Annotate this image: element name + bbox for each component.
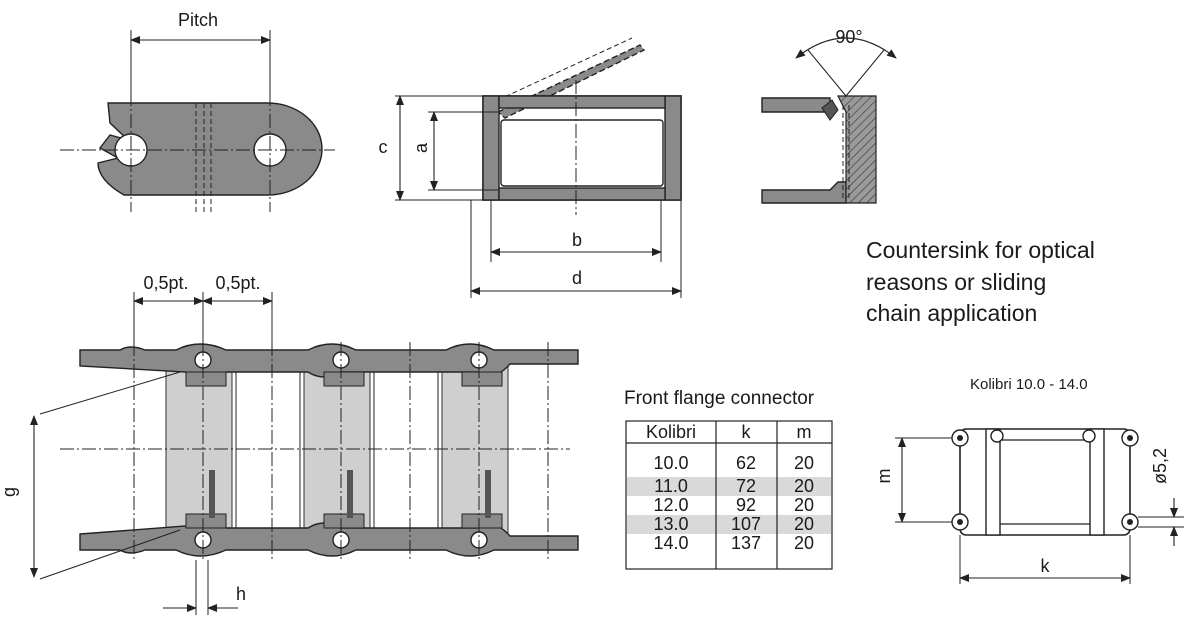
cross-bar-plate-3 bbox=[441, 364, 509, 536]
table-cell: 11.0 bbox=[654, 476, 688, 496]
kolibri-connector: Kolibri 10.0 - 14.0 m k ø5,2 bbox=[874, 376, 1184, 584]
table-cell: 62 bbox=[736, 453, 756, 473]
cross-section-view: c a b d bbox=[379, 37, 682, 298]
table-cell: 20 bbox=[794, 476, 814, 496]
cross-bar-plate-1 bbox=[165, 364, 233, 536]
table-cell: 20 bbox=[794, 495, 814, 515]
diameter-label: ø5,2 bbox=[1150, 448, 1170, 484]
front-flange-table: Front flange connector Kolibri k m 10.0 … bbox=[624, 388, 833, 570]
connector-frame bbox=[959, 428, 1131, 536]
half-pitch-right-label: 0,5pt. bbox=[215, 273, 260, 293]
angle-label: 90° bbox=[835, 27, 862, 47]
dim-k-label: k bbox=[1041, 556, 1051, 576]
table-header-kolibri: Kolibri bbox=[646, 422, 696, 442]
note-line-1: Countersink for optical bbox=[866, 237, 1095, 263]
countersink-detail: 90° bbox=[761, 27, 897, 204]
table-cell: 72 bbox=[736, 476, 756, 496]
countersink-note: Countersink for optical reasons or slidi… bbox=[866, 237, 1095, 326]
cross-bar-plate-2 bbox=[303, 364, 371, 536]
connector-title: Kolibri 10.0 - 14.0 bbox=[970, 376, 1088, 393]
half-pitch-left-label: 0,5pt. bbox=[143, 273, 188, 293]
table-cell: 92 bbox=[736, 495, 756, 515]
side-link-plate bbox=[97, 102, 323, 196]
dim-a-label: a bbox=[411, 142, 431, 153]
dim-c-label: c bbox=[379, 137, 388, 157]
dim-d-label: d bbox=[572, 268, 582, 288]
table-cell: 14.0 bbox=[653, 533, 688, 553]
flange-title: Front flange connector bbox=[624, 388, 815, 409]
table-cell: 20 bbox=[794, 453, 814, 473]
table-header-m: m bbox=[797, 422, 812, 442]
side-link-view: Pitch bbox=[60, 10, 335, 214]
dim-b-label: b bbox=[572, 230, 582, 250]
pitch-label: Pitch bbox=[178, 10, 218, 30]
table-cell: 137 bbox=[731, 533, 761, 553]
dim-h-label: h bbox=[236, 584, 246, 604]
note-line-3: chain application bbox=[866, 300, 1037, 326]
chain-top-view: 0,5pt. 0,5pt. g h bbox=[0, 273, 579, 615]
table-header-k: k bbox=[742, 422, 752, 442]
dim-g-label: g bbox=[0, 487, 19, 497]
countersink-section bbox=[837, 95, 877, 204]
table-cell: 10.0 bbox=[653, 453, 688, 473]
table-cell: 13.0 bbox=[653, 514, 688, 534]
table-cell: 20 bbox=[794, 514, 814, 534]
table-cell: 20 bbox=[794, 533, 814, 553]
dim-m-label: m bbox=[874, 469, 894, 484]
note-line-2: reasons or sliding bbox=[866, 269, 1046, 295]
table-cell: 107 bbox=[731, 514, 761, 534]
table-cell: 12.0 bbox=[653, 495, 688, 515]
